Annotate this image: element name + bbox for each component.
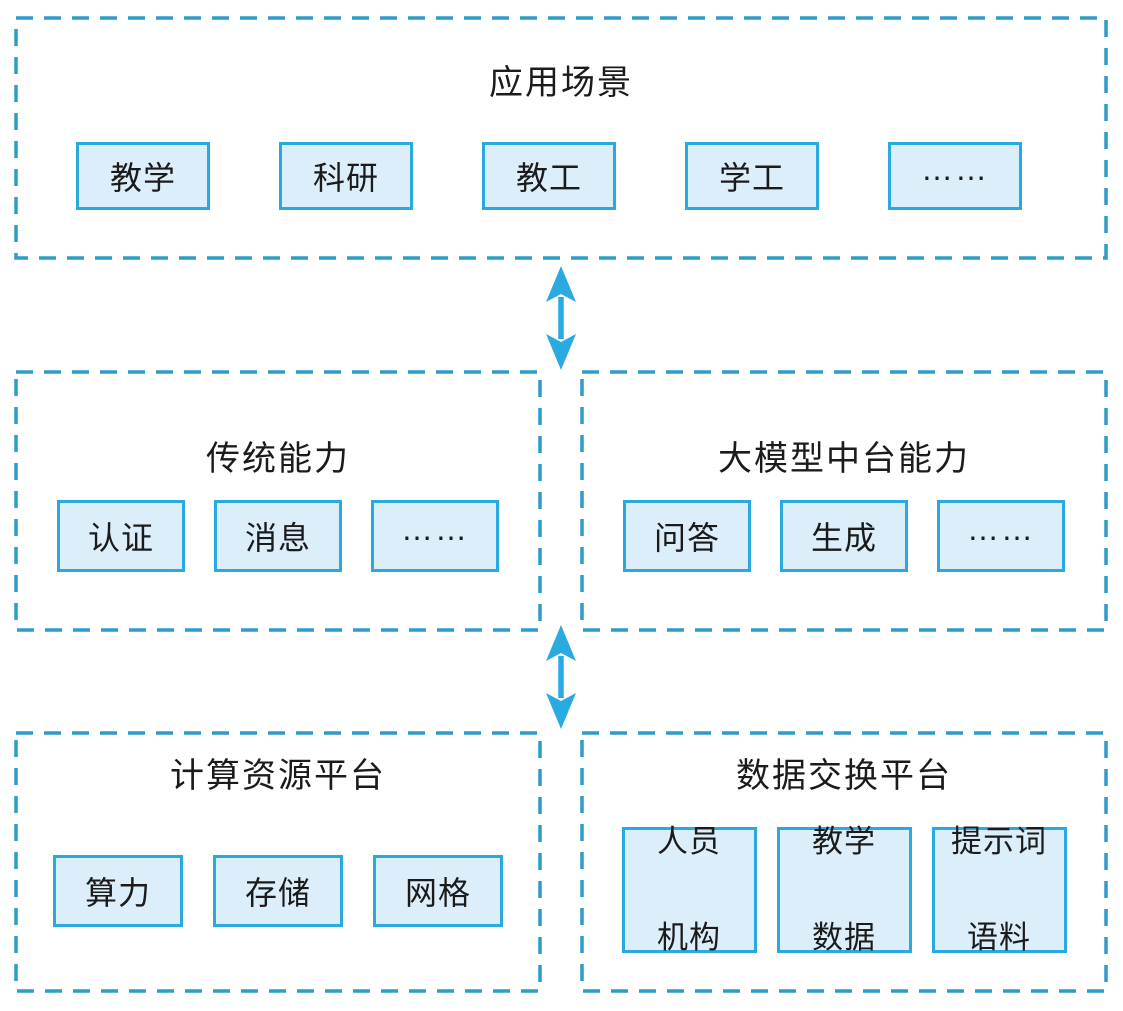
item-label: 科研 (312, 160, 379, 196)
dashed-border (14, 731, 542, 993)
item-line: 提示词 (951, 824, 1047, 859)
item-box: …… (888, 142, 1022, 210)
items-row: 教学 科研 教工 学工 …… (14, 142, 1108, 210)
double-arrow-icon (546, 625, 576, 729)
section-app-scenarios: 应用场景 教学 科研 教工 学工 …… (14, 16, 1108, 260)
item-box: …… (371, 500, 499, 572)
dashed-border (580, 370, 1108, 632)
section-title: 数据交换平台 (736, 757, 952, 795)
item-box: …… (937, 500, 1065, 572)
item-box: 科研 (279, 142, 413, 210)
item-box: 认证 (57, 500, 185, 572)
item-box: 问答 (623, 500, 751, 572)
item-label: 提示词 语料 (951, 818, 1047, 962)
item-label: 消息 (244, 520, 311, 556)
item-line: 数据 (812, 920, 876, 955)
items-row: 人员 机构 教学 数据 提示词 语料 (580, 824, 1108, 955)
double-arrow-icon (546, 266, 576, 370)
item-line: 教学 (812, 824, 876, 859)
item-box: 算力 (53, 855, 183, 927)
item-label: …… (921, 150, 989, 187)
item-box: 存储 (213, 855, 343, 927)
item-line: 语料 (967, 920, 1031, 955)
item-line: 人员 (657, 824, 721, 859)
item-label: 生成 (810, 520, 877, 556)
item-label: 认证 (87, 520, 154, 556)
section-llm-mid-platform: 大模型中台能力 问答 生成 …… (580, 370, 1108, 632)
dashed-border (580, 731, 1108, 993)
item-label: 算力 (84, 875, 151, 911)
section-title: 传统能力 (206, 440, 350, 478)
section-title: 大模型中台能力 (718, 440, 970, 478)
item-label: 存储 (244, 875, 311, 911)
item-label: 教学 数据 (812, 818, 876, 962)
item-box: 提示词 语料 (931, 824, 1067, 955)
dashed-border (14, 370, 542, 632)
item-label: 人员 机构 (657, 818, 721, 962)
item-box: 教学 数据 (776, 824, 912, 955)
item-label: …… (967, 510, 1035, 547)
items-row: 问答 生成 …… (580, 500, 1108, 572)
items-row: 认证 消息 …… (14, 500, 542, 572)
dashed-border (14, 16, 1108, 260)
item-box: 学工 (685, 142, 819, 210)
item-label: 学工 (718, 160, 785, 196)
item-label: 网格 (404, 875, 471, 911)
section-traditional-capabilities: 传统能力 认证 消息 …… (14, 370, 542, 632)
item-box: 教学 (76, 142, 210, 210)
item-label: 教工 (515, 160, 582, 196)
item-box: 人员 机构 (621, 824, 757, 955)
item-label: 教学 (109, 160, 176, 196)
section-data-exchange-platform: 数据交换平台 人员 机构 教学 数据 提示词 语料 (580, 731, 1108, 993)
section-compute-platform: 计算资源平台 算力 存储 网格 (14, 731, 542, 993)
item-label: 问答 (653, 520, 720, 556)
item-box: 网格 (373, 855, 503, 927)
item-box: 消息 (214, 500, 342, 572)
items-row: 算力 存储 网格 (14, 855, 542, 927)
section-title: 应用场景 (489, 64, 633, 102)
item-label: …… (401, 510, 469, 547)
section-title: 计算资源平台 (170, 757, 386, 795)
item-box: 生成 (780, 500, 908, 572)
item-line: 机构 (657, 920, 721, 955)
item-box: 教工 (482, 142, 616, 210)
